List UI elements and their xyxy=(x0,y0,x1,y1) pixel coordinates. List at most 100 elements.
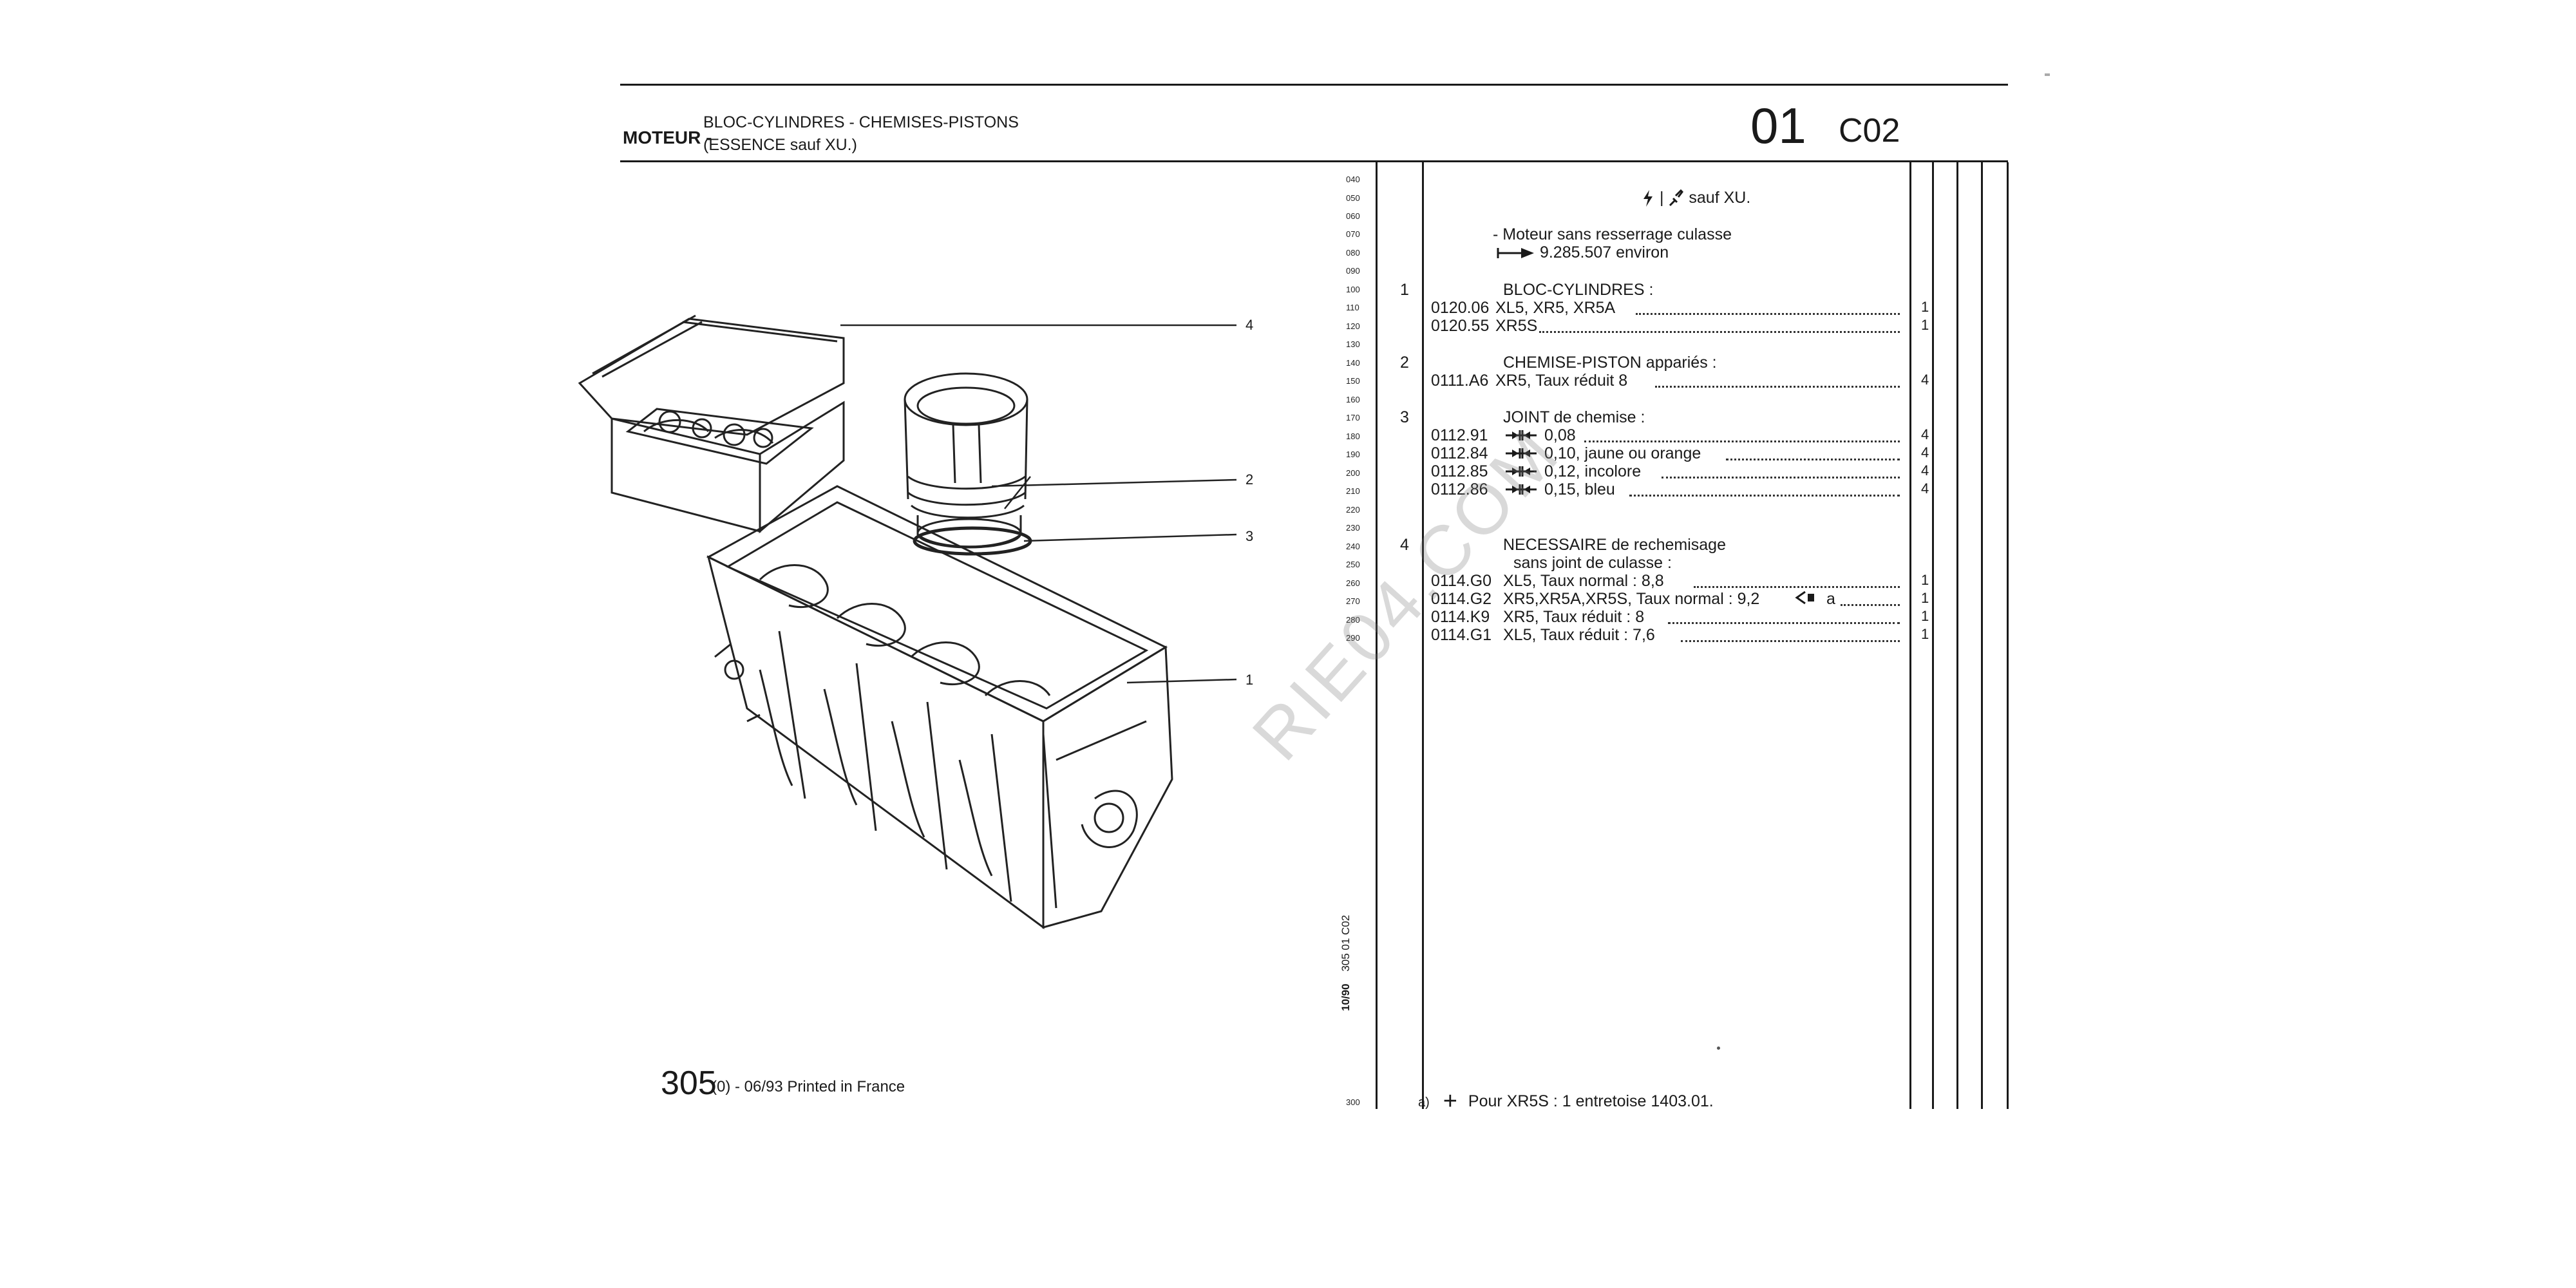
footnote-text: Pour XR5S : 1 entretoise 1403.01. xyxy=(1468,1092,1714,1110)
group-title: JOINT de chemise : xyxy=(1503,408,1645,426)
line-number: 050 xyxy=(1346,193,1360,203)
leader-dots xyxy=(1636,313,1900,315)
part-qty: 1 xyxy=(1921,317,1929,333)
part-qty: 1 xyxy=(1921,626,1929,642)
side-date: 10/90 xyxy=(1340,983,1352,1011)
leader-dots xyxy=(1726,459,1900,460)
line-number: 060 xyxy=(1346,211,1360,221)
part-ref: 0112.91 xyxy=(1431,426,1488,444)
note-line-1: - Moteur sans resserrage culasse xyxy=(1493,225,1732,243)
thickness-icon xyxy=(1506,484,1537,495)
col-rule-e xyxy=(1956,162,1958,1109)
footnote: a) + Pour XR5S : 1 entretoise 1403.01. xyxy=(1418,1089,1714,1113)
group-title: BLOC-CYLINDRES : xyxy=(1503,281,1654,299)
part-qty: 4 xyxy=(1921,372,1929,388)
part-ref: 0120.06 xyxy=(1431,299,1490,317)
leader-dots xyxy=(1668,622,1900,624)
part-qty: 4 xyxy=(1921,480,1929,497)
part-ref: 0114.G2 xyxy=(1431,590,1492,608)
speck xyxy=(2045,73,2050,76)
part-ref: 0112.84 xyxy=(1431,444,1488,462)
group-title: CHEMISE-PISTON appariés : xyxy=(1503,354,1717,372)
note-line-2: 9.285.507 environ xyxy=(1497,243,1669,261)
col-rule-f xyxy=(1981,162,1983,1109)
group-item-number: 1 xyxy=(1400,281,1409,299)
group-code: C02 xyxy=(1839,112,1900,149)
line-number: 230 xyxy=(1346,523,1360,533)
line-number: 290 xyxy=(1346,633,1360,643)
line-number: 210 xyxy=(1346,486,1360,496)
spark-plug-icon xyxy=(1669,189,1684,207)
leader-dots xyxy=(1584,440,1900,442)
applicability-text: sauf XU. xyxy=(1689,189,1751,207)
leader-dots xyxy=(1681,640,1900,642)
speck xyxy=(1717,1046,1720,1050)
part-ref: 0112.85 xyxy=(1431,462,1488,480)
footnote-mark: a) xyxy=(1418,1095,1430,1110)
lightning-icon xyxy=(1643,190,1653,207)
col-rule-g xyxy=(2007,162,2009,1109)
part-desc: XR5S xyxy=(1495,317,1538,335)
group-subtitle: sans joint de culasse : xyxy=(1513,554,1672,572)
part-desc-tail: a xyxy=(1826,590,1835,608)
line-number: 090 xyxy=(1346,266,1360,276)
line-number: 120 xyxy=(1346,321,1360,331)
part-desc: 0,15, bleu xyxy=(1544,480,1615,498)
part-desc: 0,12, incolore xyxy=(1544,462,1642,480)
part-qty: 1 xyxy=(1921,608,1929,624)
leader-dots xyxy=(1539,331,1900,333)
thickness-icon xyxy=(1506,430,1537,440)
line-number: 250 xyxy=(1346,560,1360,569)
page-title-line2: (ESSENCE sauf XU.) xyxy=(703,136,857,154)
side-reference: 10/90 305 01 C02 xyxy=(1340,915,1352,1011)
callout-1: 1 xyxy=(1245,672,1254,688)
rebuild-kit-box xyxy=(578,314,845,534)
part-desc: XR5, Taux réduit 8 xyxy=(1495,372,1628,390)
part-qty: 4 xyxy=(1921,444,1929,460)
callout-2: 2 xyxy=(1245,471,1254,488)
thickness-icon xyxy=(1506,448,1537,459)
group-item-number: 4 xyxy=(1400,536,1409,554)
line-number: 040 xyxy=(1346,175,1360,184)
col-rule-a xyxy=(1376,162,1378,1109)
part-desc: XL5, Taux réduit : 7,6 xyxy=(1503,626,1655,644)
line-number: 240 xyxy=(1346,542,1360,551)
page-title-line1: BLOC-CYLINDRES - CHEMISES-PISTONS xyxy=(703,113,1019,131)
top-rule xyxy=(620,84,2008,86)
line-number: 300 xyxy=(1346,1097,1360,1107)
line-number: 100 xyxy=(1346,285,1360,294)
group-title: NECESSAIRE de rechemisage xyxy=(1503,536,1726,554)
leader-dots xyxy=(1629,495,1900,497)
header-bottom-rule xyxy=(620,160,2008,162)
line-number: 270 xyxy=(1346,596,1360,606)
group-number: 01 xyxy=(1750,97,1806,154)
section-label: MOTEUR - xyxy=(623,128,712,147)
part-qty: 4 xyxy=(1921,462,1929,478)
line-number: 200 xyxy=(1346,468,1360,478)
line-number: 190 xyxy=(1346,450,1360,459)
side-ref: 305 01 C02 xyxy=(1340,914,1352,972)
leader-dots xyxy=(1841,604,1900,606)
line-number: 140 xyxy=(1346,358,1360,368)
part-qty: 1 xyxy=(1921,572,1929,588)
callout-3: 3 xyxy=(1245,528,1254,544)
line-number: 180 xyxy=(1346,431,1360,441)
thickness-icon xyxy=(1506,466,1537,477)
separator-icon: | xyxy=(1659,189,1664,207)
plus-icon: + xyxy=(1443,1088,1457,1115)
footer-model: 305 xyxy=(661,1065,717,1102)
part-qty: 1 xyxy=(1921,590,1929,606)
footer-print-info: (0) - 06/93 Printed in France xyxy=(712,1078,905,1095)
part-ref: 0114.G1 xyxy=(1431,626,1492,644)
line-number: 280 xyxy=(1346,615,1360,625)
speaker-icon xyxy=(1795,591,1814,605)
line-number: 080 xyxy=(1346,248,1360,258)
line-number: 150 xyxy=(1346,376,1360,386)
part-desc: XL5, XR5, XR5A xyxy=(1495,299,1616,317)
note-value: 9.285.507 environ xyxy=(1539,243,1669,261)
arrow-from-icon xyxy=(1497,248,1534,259)
line-number: 220 xyxy=(1346,505,1360,515)
part-desc: XR5, Taux réduit : 8 xyxy=(1503,608,1645,626)
part-ref: 0120.55 xyxy=(1431,317,1490,335)
part-qty: 4 xyxy=(1921,426,1929,442)
